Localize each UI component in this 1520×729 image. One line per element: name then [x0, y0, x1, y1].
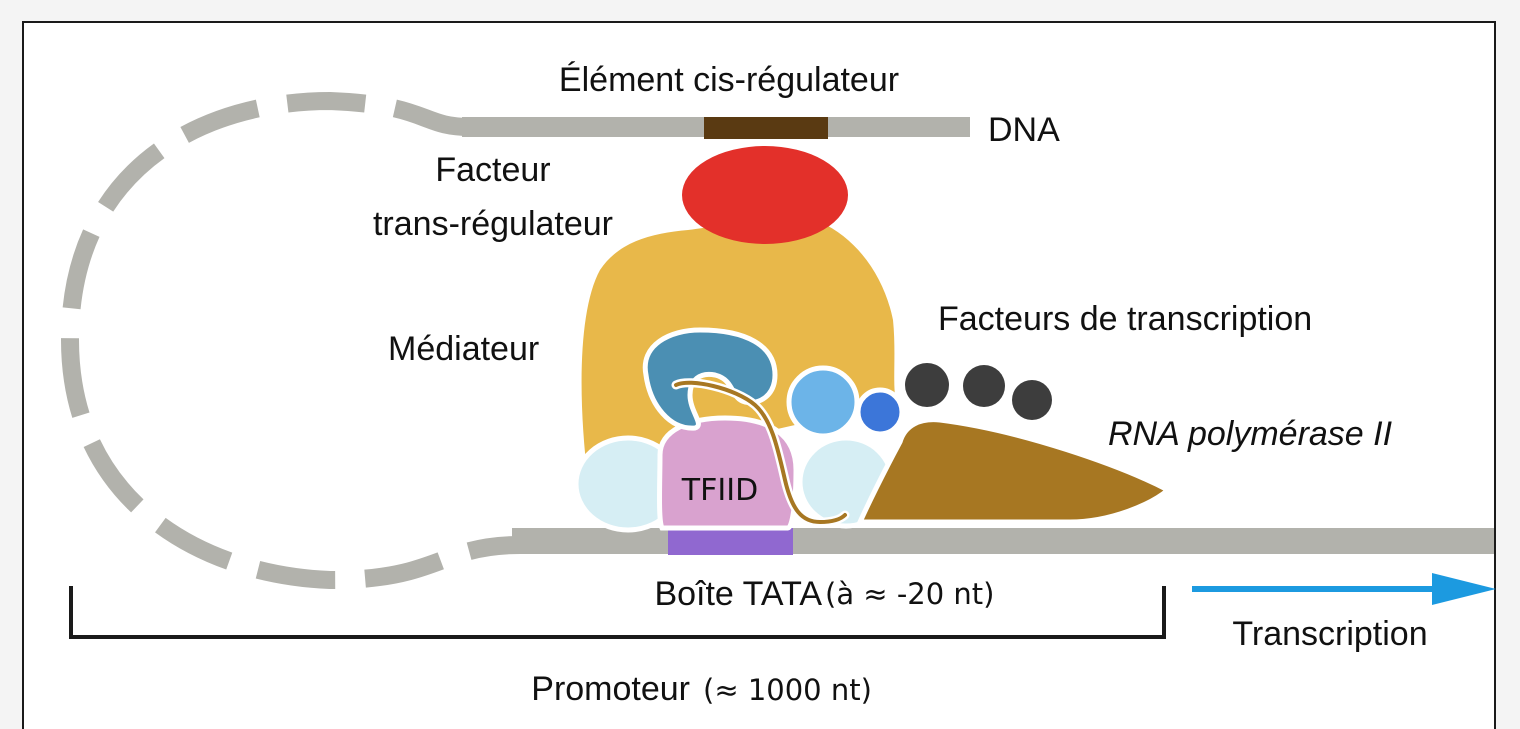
trans-factor-label-line1: Facteur — [435, 151, 550, 189]
transcription-arrow-head — [1432, 573, 1496, 605]
trans-factor-label-line2: trans-régulateur — [373, 205, 613, 243]
promoter-bracket — [69, 586, 1166, 639]
trans-regulatory-factor — [682, 146, 848, 244]
cis-regulatory-element — [704, 117, 828, 139]
mediator-label: Médiateur — [388, 330, 539, 368]
transcription-factors-label: Facteurs de transcription — [938, 300, 1312, 338]
dna-loop — [60, 91, 521, 590]
promoter-length-label: (≈ 1000 nt) — [703, 673, 872, 707]
light-blue-circle — [786, 365, 860, 439]
dna-label: DNA — [988, 111, 1060, 149]
transcription-factor-circle-2 — [963, 365, 1005, 407]
tfiid-label: TFIID — [681, 473, 758, 508]
promoter-label: Promoteur — [531, 670, 690, 708]
cis-element-label: Élément cis-régulateur — [559, 61, 899, 99]
transcription-factor-circle-1 — [905, 363, 949, 407]
rna-polymerase-label: RNA polymérase II — [1108, 415, 1393, 453]
tata-box — [668, 528, 793, 555]
tata-position-label: (à ≈ -20 nt) — [825, 577, 994, 611]
tata-box-label: Boîte TATA — [654, 575, 822, 613]
transcription-label: Transcription — [1232, 615, 1427, 653]
royal-blue-circle — [855, 387, 905, 437]
rna-polymerase-body — [856, 417, 1173, 525]
transcription-factor-circle-3 — [1012, 380, 1052, 420]
rna-strand-core — [674, 380, 847, 525]
